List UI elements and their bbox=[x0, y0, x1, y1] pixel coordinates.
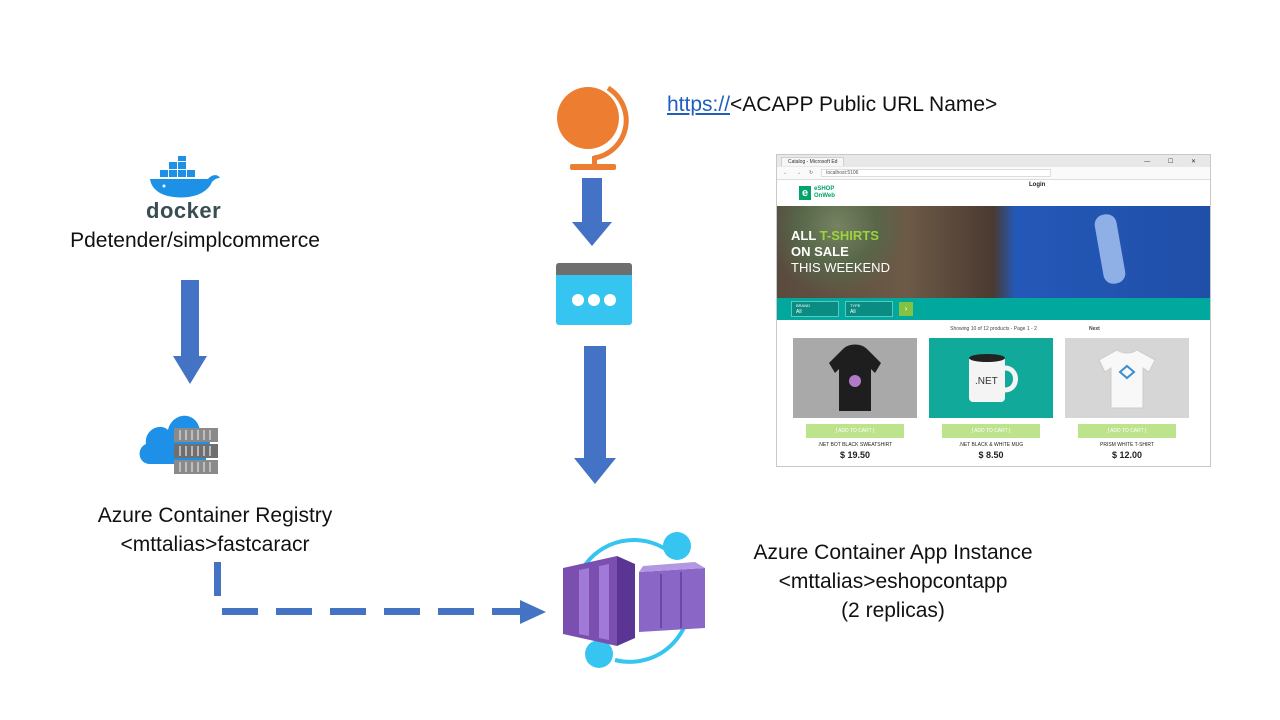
docker-image-label: Pdetender/simplcommerce bbox=[70, 229, 320, 252]
refresh-icon[interactable]: ↻ bbox=[809, 170, 814, 176]
forward-icon[interactable]: → bbox=[796, 170, 801, 176]
product-price: $ 19.50 bbox=[839, 450, 871, 460]
add-to-cart-button[interactable]: [ ADD TO CART ] bbox=[1078, 424, 1176, 438]
product-image-tshirt bbox=[1065, 338, 1189, 418]
product-card: [ ADD TO CART ] PRISM WHITE T-SHIRT $ 12… bbox=[1065, 338, 1189, 460]
product-card: .NET [ ADD TO CART ] .NET BLACK & WHITE … bbox=[929, 338, 1053, 460]
hero-text: ALL T-SHIRTS ON SALE THIS WEEKEND bbox=[791, 228, 890, 276]
public-url-scheme-link[interactable]: https:// bbox=[667, 93, 731, 116]
public-url-name: <ACAPP Public URL Name> bbox=[730, 93, 998, 116]
svg-text:.NET: .NET bbox=[975, 376, 998, 387]
product-price: $ 12.00 bbox=[1111, 450, 1143, 460]
globe-icon bbox=[557, 85, 629, 170]
logo-line1: eSHOP bbox=[814, 186, 835, 192]
product-name: .NET BOT BLACK SWEATSHIRT bbox=[817, 442, 893, 448]
hero-line1a: ALL bbox=[791, 228, 820, 243]
public-url: https://<ACAPP Public URL Name> bbox=[667, 93, 997, 117]
logo-line2: OnWeb bbox=[814, 193, 835, 199]
arrow-globe-to-webapp bbox=[572, 178, 612, 246]
pager-text: Showing 10 of 12 products - Page 1 - 2 bbox=[950, 326, 1037, 332]
eshop-logo-icon[interactable]: e bbox=[799, 186, 811, 200]
hero-tree-image bbox=[777, 206, 927, 298]
login-link[interactable]: Login bbox=[1029, 182, 1046, 188]
hero-line1b: T-SHIRTS bbox=[819, 228, 879, 243]
back-icon[interactable]: ← bbox=[783, 170, 788, 176]
browser-tab-bar: Catalog - Microsoft Ed — ☐ ✕ bbox=[777, 155, 1210, 167]
brand-select-value: All bbox=[796, 309, 802, 315]
type-select-label: TYPE bbox=[850, 303, 861, 308]
product-name: PRISM WHITE T-SHIRT bbox=[1100, 442, 1154, 448]
product-card: [ ADD TO CART ] .NET BOT BLACK SWEATSHIR… bbox=[793, 338, 917, 460]
next-link[interactable]: Next bbox=[1089, 326, 1100, 332]
hero-line2: ON SALE bbox=[791, 244, 849, 259]
arrow-docker-to-registry bbox=[173, 280, 207, 384]
shop-header: e eSHOP OnWeb Login bbox=[777, 180, 1210, 206]
eshop-logo-text: eSHOP OnWeb bbox=[814, 186, 835, 200]
add-to-cart-button[interactable]: [ ADD TO CART ] bbox=[942, 424, 1040, 438]
pager: Showing 10 of 12 products - Page 1 - 2 N… bbox=[777, 326, 1210, 332]
sweatshirt-icon bbox=[829, 344, 881, 411]
type-select-value: All bbox=[850, 309, 856, 315]
product-image-sweatshirt bbox=[793, 338, 917, 418]
product-name: .NET BLACK & WHITE MUG bbox=[958, 442, 1024, 448]
container-app-icon bbox=[563, 532, 705, 668]
product-price: $ 8.50 bbox=[978, 450, 1004, 460]
brand-select-label: BRAND bbox=[796, 303, 811, 308]
azure-registry-icon bbox=[139, 415, 218, 474]
arrow-webapp-to-container bbox=[574, 346, 616, 484]
hero-shirt-logo bbox=[1093, 212, 1127, 286]
container-app-label-line1: Azure Container App Instance bbox=[753, 541, 1033, 564]
product-image-mug: .NET bbox=[929, 338, 1053, 418]
hero-banner: ALL T-SHIRTS ON SALE THIS WEEKEND bbox=[777, 206, 1210, 298]
hero-line3: THIS WEEKEND bbox=[791, 260, 890, 275]
dashed-arrow-registry-to-app bbox=[214, 562, 546, 624]
browser-address-bar: ← → ↻ localhost:5106 bbox=[777, 167, 1210, 180]
tshirt-icon bbox=[1098, 349, 1156, 409]
container-app-label-line2: <mttalias>eshopcontapp bbox=[778, 570, 1008, 593]
web-app-icon bbox=[556, 263, 632, 325]
registry-label-line2: <mttalias>fastcaracr bbox=[120, 533, 310, 556]
add-to-cart-button[interactable]: [ ADD TO CART ] bbox=[806, 424, 904, 438]
docker-wordmark: docker bbox=[146, 198, 222, 223]
docker-whale-icon bbox=[150, 154, 220, 198]
filter-bar: BRAND All TYPE All › bbox=[777, 298, 1210, 320]
docker-logo: docker bbox=[146, 154, 224, 223]
product-list: [ ADD TO CART ] .NET BOT BLACK SWEATSHIR… bbox=[777, 338, 1210, 460]
browser-screenshot: Catalog - Microsoft Ed — ☐ ✕ ← → ↻ local… bbox=[776, 154, 1211, 467]
browser-tab[interactable]: Catalog - Microsoft Ed bbox=[781, 156, 845, 166]
type-select[interactable]: TYPE All bbox=[845, 301, 893, 317]
window-controls[interactable]: — ☐ ✕ bbox=[1144, 158, 1204, 165]
mug-icon: .NET bbox=[969, 354, 1018, 402]
registry-label-line1: Azure Container Registry bbox=[97, 504, 333, 527]
container-app-label-line3: (2 replicas) bbox=[841, 599, 945, 622]
filter-go-button[interactable]: › bbox=[899, 302, 913, 316]
address-field[interactable]: localhost:5106 bbox=[821, 169, 1052, 177]
brand-select[interactable]: BRAND All bbox=[791, 301, 839, 317]
